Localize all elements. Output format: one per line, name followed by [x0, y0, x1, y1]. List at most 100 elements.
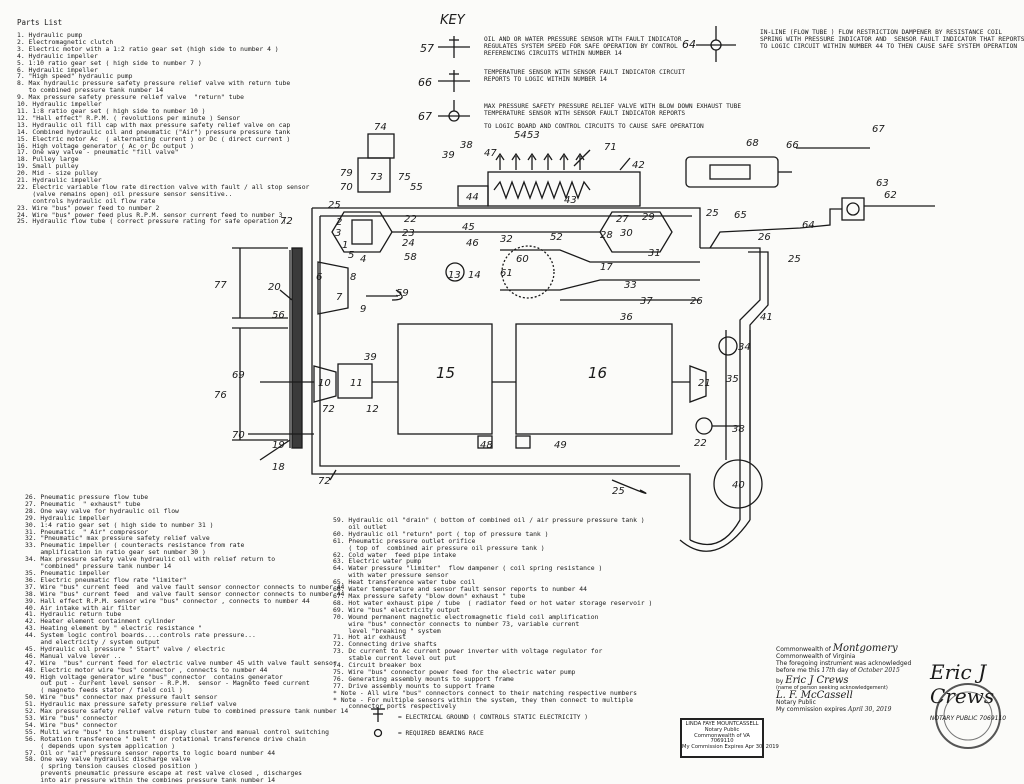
label-32: 32	[500, 234, 513, 245]
parts-list-3: 59. Hydraulic oil "drain" ( bottom of co…	[333, 517, 652, 710]
label-65: 65	[734, 210, 747, 221]
parts-list-item: 46. Manual valve lever ..	[25, 651, 122, 660]
parts-list-item: 76. Generating assembly mounts to suppor…	[333, 674, 514, 683]
label-61: 61	[500, 268, 513, 279]
before-me: before me this	[776, 667, 820, 674]
label-70: 70	[340, 182, 353, 193]
label-79: 79	[340, 168, 353, 179]
parts-list-item: 26. Pneumatic pressure flow tube	[25, 493, 149, 501]
label-8: 8	[350, 272, 356, 283]
breaker-box-74	[367, 133, 395, 159]
key-item-67-text: MAX PRESSURE SAFETY PRESSURE RELIEF VALV…	[484, 103, 742, 131]
label-12: 12	[366, 404, 379, 415]
label-1: 1	[342, 240, 348, 251]
label-72-top: 72	[280, 216, 293, 227]
notary-stamp: LINDA FAYE MOUNTCASSELL Notary Public Co…	[680, 718, 779, 758]
parts-list-item: 77. Drive assembly mounts to support fra…	[333, 681, 495, 690]
label-71: 71	[604, 142, 617, 153]
parts-list-item: 67. Max pressure safety "blow down" exha…	[333, 591, 526, 600]
pulley-belt-56	[291, 247, 303, 449]
parts-list-item: ( spring tension causes closed position …	[25, 762, 199, 771]
generator-16	[515, 323, 673, 435]
parts-list-item: 62. Cold water feed pipe intake	[333, 550, 457, 559]
parts-list-item: 58. One way valve hydraulic discharge va…	[25, 755, 191, 764]
parts-list-item: oil outlet	[333, 522, 387, 531]
label-42: 42	[632, 160, 645, 171]
parts-list-item: 1. Hydraulic pump	[17, 31, 83, 39]
fill-cap-13	[445, 262, 465, 282]
label-56: 56	[272, 310, 285, 321]
by-label: by	[776, 678, 784, 685]
label-43: 43	[564, 195, 577, 206]
parts-list-item: 60. Hydraulic oil "return" port ( top of…	[333, 529, 549, 538]
parts-list-item: into air pressure within the combines pr…	[25, 776, 276, 784]
key-item-57-text: OIL AND OR WATER PRESSURE SENSOR WITH FA…	[484, 36, 682, 57]
parts-list-item: connector ports respectively	[333, 702, 457, 711]
parts-list-item: 8. Max hydraulic pressure safety pressur…	[17, 79, 291, 88]
label-38: 38	[460, 140, 473, 151]
direction-valve-22	[695, 417, 713, 435]
signature: Eric J Crews	[930, 660, 995, 708]
label-37: 37	[640, 296, 653, 307]
label-22-top: 22	[404, 214, 417, 225]
hydraulic-impeller-6	[317, 261, 349, 315]
hydraulic-impeller-21	[689, 365, 707, 403]
generator-connector-49	[515, 435, 531, 449]
label-67-diagram: 67	[872, 124, 885, 135]
water-pump-63	[841, 197, 865, 221]
label-39-mid: 39	[364, 352, 377, 363]
parts-list-item: 53. Wire "bus" connector	[25, 714, 118, 722]
notary-block: Commonwealth of Montgomery Commonwealth …	[776, 644, 926, 714]
label-58: 58	[404, 252, 417, 263]
label-6: 6	[316, 272, 322, 283]
parts-list-item: 25. Hydraulic flow tube ( correct pressu…	[17, 217, 287, 226]
label-69: 69	[232, 370, 245, 381]
label-72-bottom: 72	[318, 476, 331, 487]
parts-list-item: 75. Wire "bus" connector power feed for …	[333, 667, 576, 676]
parts-list-item: 13. Hydraulic oil fill cap with max pres…	[17, 120, 291, 129]
label-76: 76	[214, 390, 227, 401]
parts-list-item: stable current level out put	[333, 654, 457, 663]
parts-list-item: 57. Oil or "air" pressure sensor reports…	[25, 748, 276, 757]
label-10: 10	[318, 378, 331, 389]
parts-list-item: 22. Electric variable flow rate directio…	[17, 182, 310, 191]
parts-list-item: 52. Max pressure safety relief valve ret…	[25, 707, 349, 716]
parts-list-item: 59. Hydraulic oil "drain" ( bottom of co…	[333, 516, 645, 524]
label-9: 9	[360, 304, 366, 315]
parts-list-item: 31. Pneumatic " Air" compressor	[25, 527, 149, 536]
parts-list-item: 19. Small pulley	[17, 162, 79, 171]
parts-list-item: 23. Wire "bus" power feed to number 2	[17, 203, 160, 212]
hydraulic-impeller-10	[313, 365, 337, 403]
parts-list-item: 54. Wire "bus" connector	[25, 720, 118, 729]
parts-list-item: level "breaking " system	[333, 626, 441, 635]
label-7: 7	[336, 292, 343, 303]
label-27: 27	[616, 214, 629, 225]
heat-coil	[709, 164, 751, 180]
parts-list-item: 24. Wire "bus" power feed plus R.P.M. se…	[17, 210, 283, 219]
label-18: 18	[272, 462, 285, 473]
label-52: 52	[550, 232, 563, 243]
valve-34	[718, 336, 738, 356]
parts-list-item: 73. Dc current to Ac current power inver…	[333, 647, 603, 656]
bearing-symbol	[373, 728, 383, 738]
label-24: 24	[402, 238, 415, 249]
label-33: 33	[624, 280, 637, 291]
label-21: 21	[698, 378, 711, 389]
label-25-right: 25	[706, 208, 719, 219]
label-68: 68	[746, 138, 759, 149]
label-63: 63	[876, 178, 889, 189]
label-35: 35	[726, 374, 739, 385]
label-20: 20	[268, 282, 281, 293]
parts-list-item: 71. Hot air exhaust	[333, 633, 407, 642]
label-66-diagram: 66	[786, 140, 799, 151]
label-15: 15	[436, 364, 455, 382]
notary-hand: L. F. McCassell	[776, 690, 853, 701]
label-55: 55	[410, 182, 423, 193]
key-num-66: 66	[418, 76, 432, 89]
sensor-symbol-57	[438, 36, 470, 58]
parts-list-item: 64. Water pressure "limiter" flow dampen…	[333, 564, 603, 573]
key-num-67: 67	[418, 110, 432, 123]
hot-air-exhaust-arrows	[495, 152, 585, 170]
parts-list-item: 10. Hydraulic impeller	[17, 100, 102, 109]
label-13: 13	[448, 270, 461, 281]
